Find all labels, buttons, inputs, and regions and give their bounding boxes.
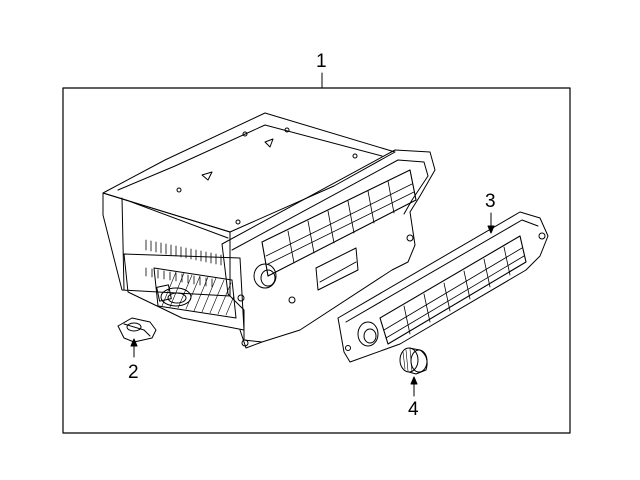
callout-3-label: 3 [485,191,496,212]
panel-inner-edge [346,220,538,322]
receiver-mount-hole [238,295,244,301]
receiver-volume-knob [254,264,276,288]
callout-2-arrowhead [130,338,138,347]
receiver-volume-knob-cap [261,270,275,286]
receiver-button-bank [262,170,416,276]
receiver-mount-hole [407,235,413,241]
knob-2-face [124,324,150,336]
radio-receiver-assembly [103,113,435,348]
knob-part-4 [400,348,427,374]
receiver-rear-socket-inner [168,293,186,303]
callout-1-label: 1 [316,51,327,72]
receiver-housing-lower [124,254,244,330]
panel-mount-hole [346,346,351,351]
receiver-front-bezel [222,150,435,342]
control-panel [338,212,548,362]
receiver-top-hole [243,132,247,136]
receiver-top-rim [118,125,382,190]
panel-button-row [380,236,526,344]
receiver-top-hole [353,154,357,158]
knob-2-body [118,318,156,342]
receiver-cd-slot [316,248,358,290]
panel-knob-socket [358,322,378,346]
receiver-bottom-bracket [240,330,262,348]
receiver-buttons [266,181,414,264]
receiver-top-notch [265,139,273,147]
knob-4-face [411,350,427,372]
panel-outline [338,212,548,362]
panel-knob-socket-inner [364,329,376,343]
panel-mount-hole [539,233,545,239]
receiver-cd-slot-line [320,262,356,282]
receiver-side-seam [126,200,228,238]
callout-3-arrowhead [487,225,495,234]
receiver-top-hole [177,188,181,192]
callout-4-arrowhead [410,376,418,385]
panel-buttons [384,247,524,338]
receiver-mount-hole [289,297,295,303]
receiver-rear-socket-block [157,285,172,301]
knob-4-knurl [403,349,412,372]
receiver-top-notch [202,172,212,180]
callout-2-label: 2 [128,362,139,383]
knob-2-cap [127,323,141,331]
receiver-bezel-inner [232,160,428,250]
receiver-top-hole [285,128,289,132]
callout-4-label: 4 [408,399,419,420]
knob-part-2 [118,318,156,342]
receiver-rear-socket [161,288,191,306]
diagram-frame [62,87,571,434]
receiver-vent-fins [146,240,221,287]
receiver-side-edge [122,198,124,290]
receiver-top-hole [236,220,240,224]
